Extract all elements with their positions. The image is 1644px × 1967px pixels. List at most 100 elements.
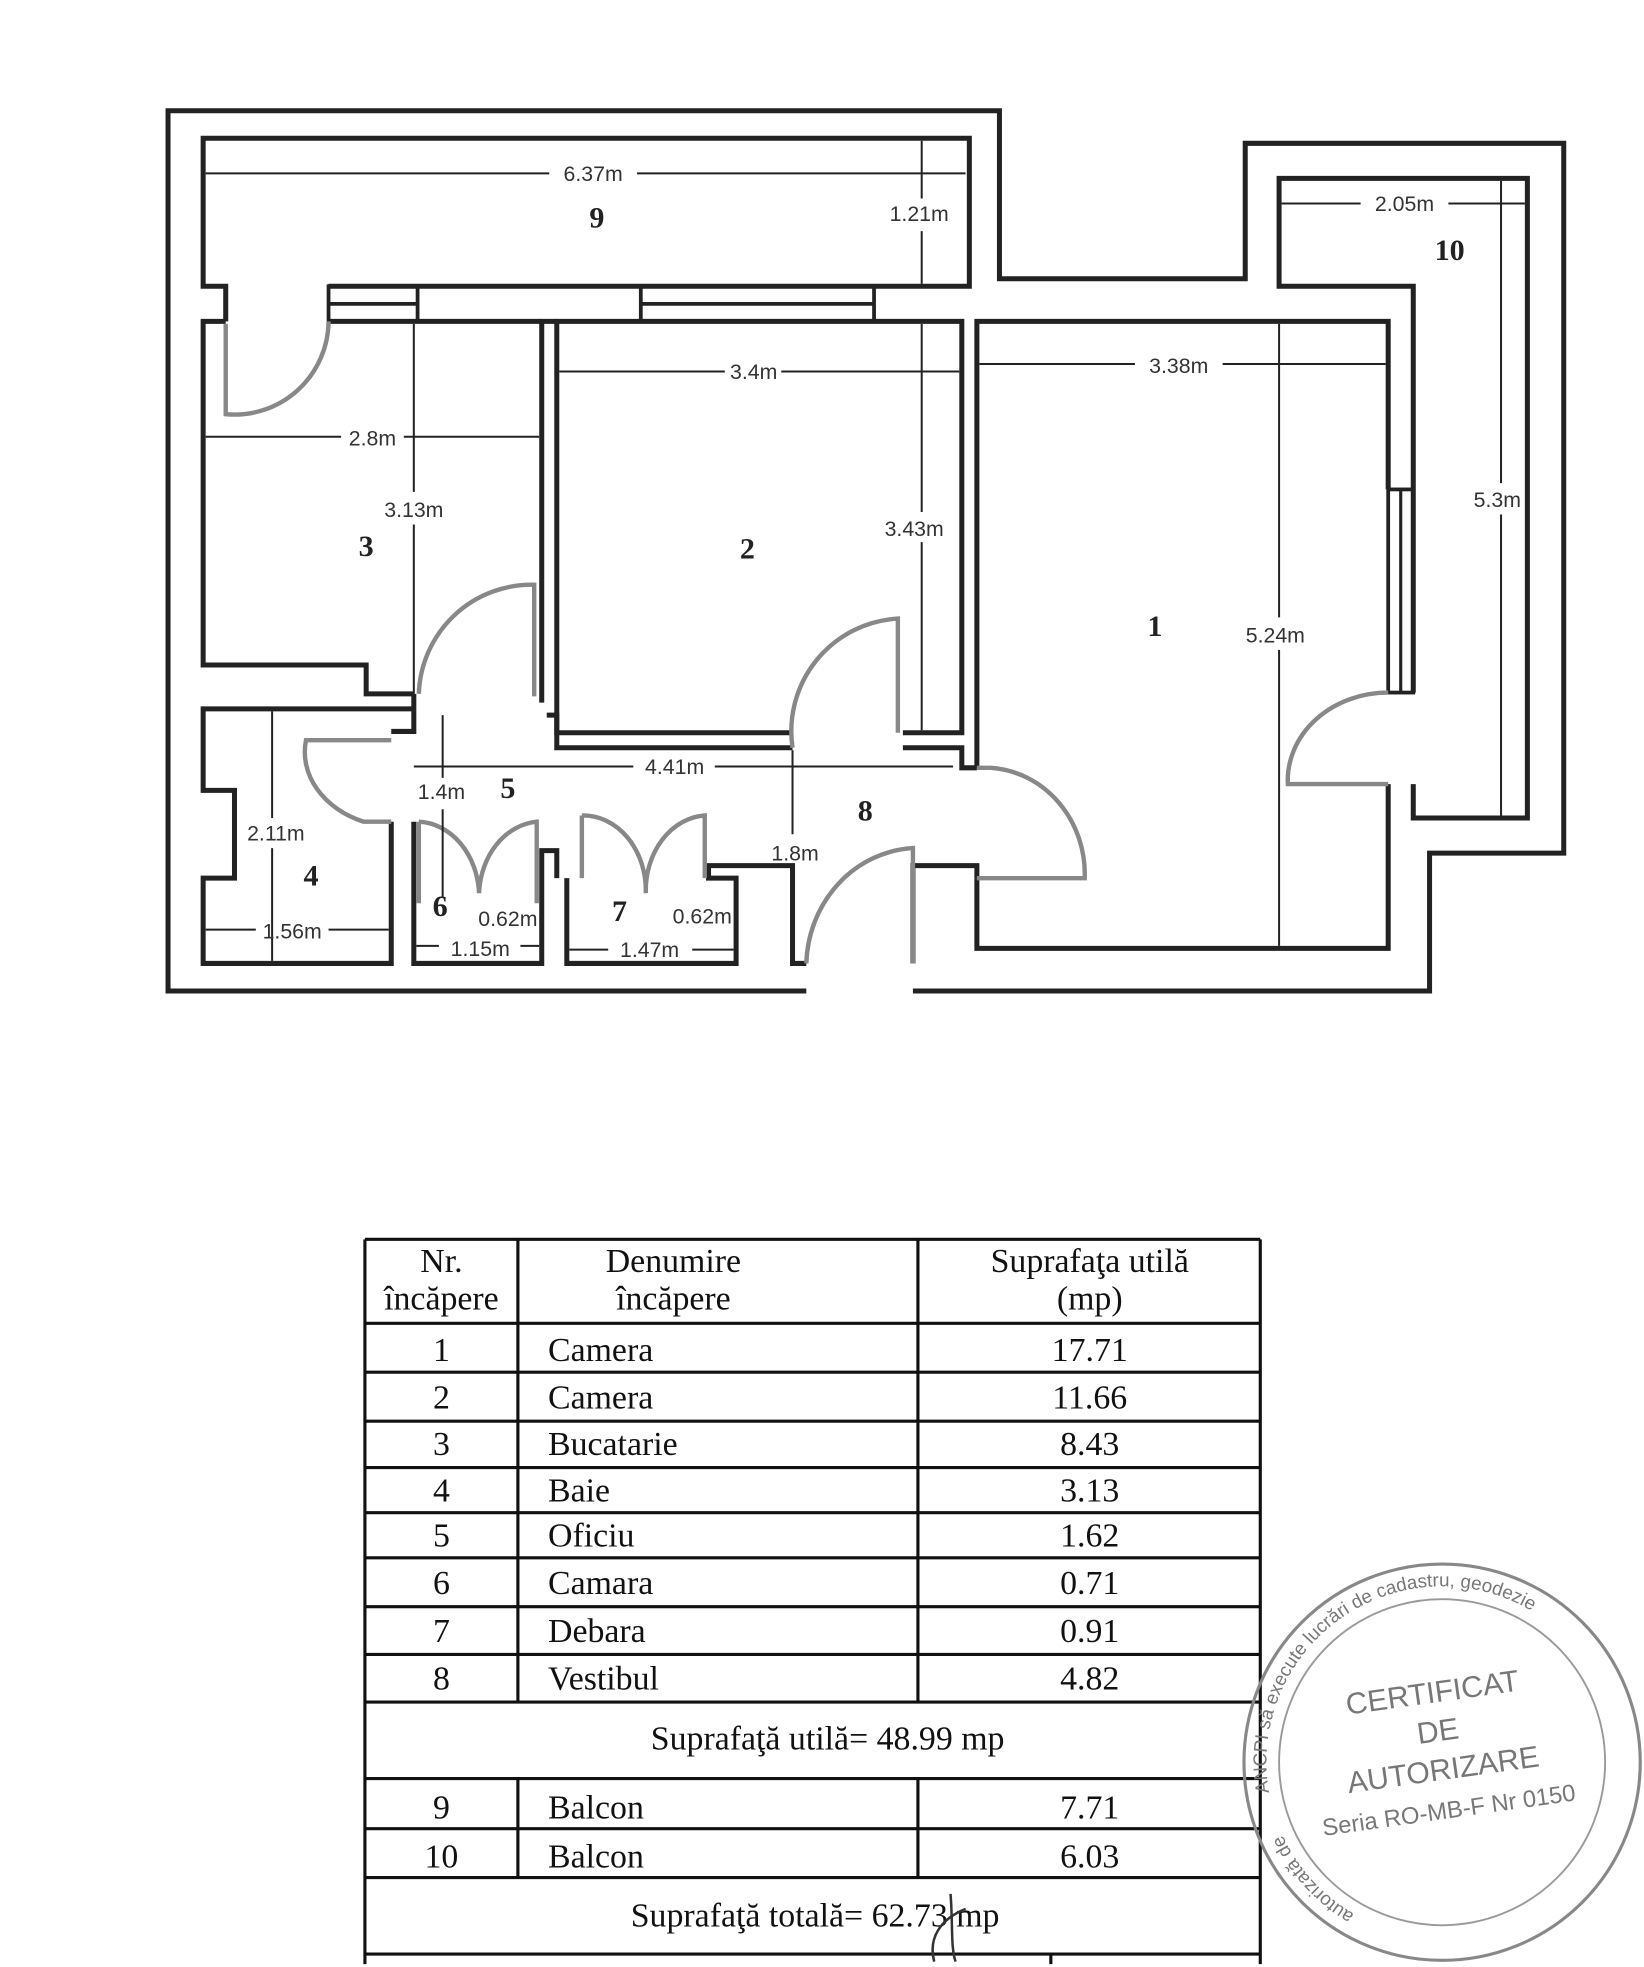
row-nr: 2 [433,1380,450,1417]
door-arc [804,845,916,964]
door-arc [789,616,901,749]
row-name: Balcon [548,1790,644,1827]
header-area: (mp) [1057,1281,1123,1318]
room-4-top-wall [391,693,417,734]
row-name: Camara [548,1565,653,1602]
row-name: Camera [548,1380,653,1417]
dim-label: 1.15m [451,937,510,961]
header-area: Suprafaţa utilă [991,1243,1189,1280]
row-nr: 6 [433,1565,450,1602]
room-6-wall [411,821,560,966]
outer-wall [165,108,1567,994]
row-nr: 8 [433,1661,450,1698]
header-name: Denumire [606,1243,741,1280]
stamp-line1: CERTIFICAT [1344,1665,1521,1722]
door-arc [302,738,392,824]
door-arc [579,813,707,894]
dim-label: 1.8m [771,842,818,866]
dim-label: 1.4m [418,780,465,804]
room-number-2: 2 [740,531,755,565]
room-3-wall [200,318,414,697]
subtotal-row: Suprafaţă utilă= 48.99 mp [651,1721,1005,1758]
header-name: încăpere [615,1281,731,1318]
room-1-wall-lower [974,784,1391,951]
row-nr: 7 [433,1613,450,1650]
total-row: Suprafaţă totală= 62.73 mp [631,1898,1000,1935]
room-number-6: 6 [433,889,448,923]
row-area: 7.71 [1060,1790,1119,1827]
door-arc [416,819,539,904]
room-number-7: 7 [612,894,627,928]
row-area: 17.71 [1052,1332,1128,1369]
authorization-stamp: autorizată de ANCPI să execute lucrări d… [1242,1562,1642,1962]
dim-label: 5.24m [1246,623,1305,647]
door-arc [416,582,537,697]
row-name: Camera [548,1332,653,1369]
row-area: 1.62 [1060,1518,1119,1555]
room-4-wall [200,706,414,966]
row-area: 8.43 [1060,1426,1119,1463]
row-name: Oficiu [548,1518,635,1555]
dim-label: 6.37m [564,162,623,186]
row-area: 6.03 [1060,1839,1119,1876]
signature [931,1893,967,1963]
door-arc [976,765,1087,881]
dim-label: 5.3m [1474,488,1521,512]
row-nr: 1 [433,1332,450,1369]
stamp-arc-left-path: autorizată de [1267,1833,1357,1929]
row-area: 11.66 [1052,1380,1127,1417]
row-name: Baie [548,1472,610,1509]
room-number-3: 3 [359,529,374,563]
dim-label: 0.62m [478,907,537,931]
stamp-arc-left: autorizată de [1267,1833,1357,1929]
dim-label: 0.62m [673,904,732,928]
dim-label: 3.43m [885,517,944,541]
row-name: Bucatarie [548,1426,678,1463]
floor-plan: 1 2 3 4 5 6 7 8 9 10 6.37m 1.21m 2.05m 5… [165,108,1567,994]
stamp-line2: DE [1415,1712,1461,1750]
room-number-8: 8 [858,793,873,827]
row-name: Debara [548,1613,646,1650]
room-number-1: 1 [1147,609,1162,643]
dim-label: 1.56m [263,919,322,943]
row-area: 0.91 [1060,1613,1119,1650]
header-nr: Nr. [420,1243,462,1280]
header-nr: încăpere [383,1281,499,1318]
row-area: 4.82 [1060,1661,1119,1698]
room-2-wall [554,318,965,736]
row-nr: 9 [433,1790,450,1827]
dimension-lines [205,140,1525,961]
dim-label: 3.4m [730,360,777,384]
dim-label: 1.21m [890,202,949,226]
doors [223,321,1389,964]
door-arc [223,321,331,417]
vestibule-wall [910,863,980,964]
row-area: 3.13 [1060,1472,1119,1509]
balcony-9-wall [200,135,972,322]
window [326,284,876,324]
row-nr: 3 [433,1426,450,1463]
corridor-wall-3 [902,745,977,771]
room-number-5: 5 [500,771,515,805]
row-area: 0.71 [1060,1565,1119,1602]
room-number-4: 4 [303,859,318,893]
stamp-outer-ring [1242,1562,1642,1962]
dim-label: 3.13m [384,498,443,522]
row-name: Balcon [548,1839,644,1876]
corridor-wall-2 [546,712,793,751]
window [1386,487,1416,695]
dim-label: 2.8m [349,427,396,451]
row-name: Vestibul [548,1661,659,1698]
dim-label: 3.38m [1149,354,1208,378]
dim-label: 2.05m [1375,192,1434,216]
dim-label: 1.47m [620,938,679,962]
dim-label: 2.11m [247,822,305,846]
row-nr: 4 [433,1472,450,1509]
door-arc [1285,690,1389,787]
stamp-inner-ring [1278,1598,1607,1927]
balcony-10-wall [1276,175,1530,821]
area-table: Nr. încăpere Denumire încăpere Suprafaţa… [363,1237,1262,1965]
row-nr: 5 [433,1518,450,1555]
